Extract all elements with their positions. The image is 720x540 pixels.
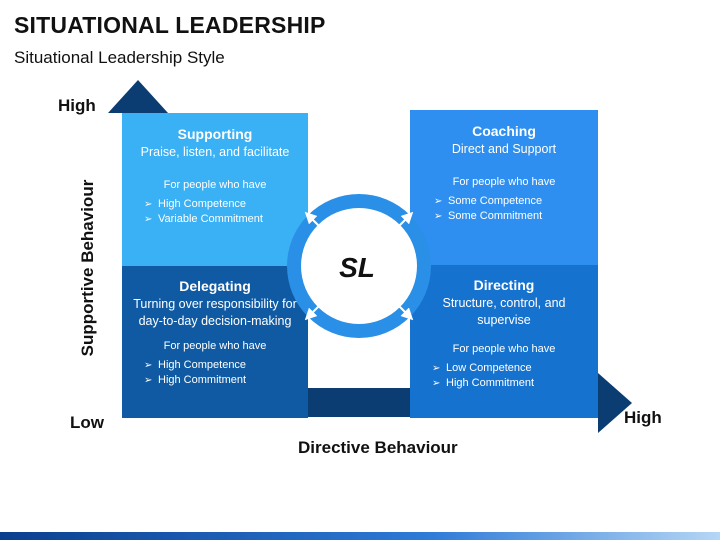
x-axis-title: Directive Behaviour (298, 438, 458, 457)
slide-subtitle: Situational Leadership Style (14, 48, 225, 67)
arrow-ne-icon (389, 211, 414, 236)
chevron-right-icon: ➢ (434, 196, 443, 207)
list-item-text: High Competence (158, 198, 247, 210)
quadrant-for-label: For people who have (163, 340, 267, 352)
center-label: SL (339, 252, 375, 283)
quadrant-list: ➢ Low Competence ➢ High Commitment (430, 361, 598, 391)
ring-inner (309, 216, 409, 316)
quadrant-title: Directing (473, 277, 535, 293)
quadrant-title: Supporting (177, 126, 253, 142)
list-item: ➢ Low Competence (430, 361, 598, 376)
list-item: ➢ High Commitment (142, 373, 308, 388)
x-axis-bar (308, 388, 410, 417)
quadrant-subtitle: Praise, listen, and facilitate (140, 145, 290, 159)
list-item: ➢ High Commitment (430, 376, 598, 391)
list-item: ➢ High Competence (142, 358, 308, 373)
list-item: ➢ Variable Commitment (142, 212, 308, 227)
chevron-right-icon: ➢ (434, 211, 443, 222)
chevron-right-icon: ➢ (432, 378, 441, 389)
chevron-right-icon: ➢ (144, 214, 153, 225)
list-item: ➢ Some Commitment (432, 209, 598, 224)
arrow-sw-icon (304, 296, 329, 321)
quadrant-for-label: For people who have (452, 176, 556, 188)
axis-low-label: Low (70, 413, 104, 432)
quadrant-directing: Directing Structure, control, and superv… (410, 265, 598, 418)
list-item-text: Low Competence (446, 362, 532, 374)
list-item-text: High Commitment (446, 377, 535, 389)
list-item-text: Some Competence (448, 195, 543, 207)
quadrant-delegating: Delegating Turning over responsibility f… (122, 266, 308, 418)
chevron-right-icon: ➢ (144, 199, 153, 210)
quadrant-list: ➢ High Competence ➢ Variable Commitment (142, 197, 308, 227)
quadrant-for-label: For people who have (163, 179, 267, 191)
chevron-right-icon: ➢ (144, 375, 153, 386)
y-axis-high-label: High (58, 96, 96, 115)
x-axis-high-label: High (624, 408, 662, 427)
list-item-text: High Commitment (158, 374, 247, 386)
arrow-nw-icon (304, 211, 329, 236)
chevron-right-icon: ➢ (432, 363, 441, 374)
list-item-text: Some Commitment (448, 210, 543, 222)
quadrant-supporting: Supporting Praise, listen, and facilitat… (122, 113, 308, 266)
arrow-se-icon (389, 296, 414, 321)
footer-strip (0, 532, 720, 540)
quadrant-title: Delegating (179, 278, 251, 294)
list-item-text: Variable Commitment (158, 213, 263, 225)
quadrant-subtitle: Structure, control, and supervise (442, 296, 566, 327)
list-item-text: High Competence (158, 359, 247, 371)
quadrant-list: ➢ High Competence ➢ High Commitment (142, 358, 308, 388)
quadrant-subtitle: Direct and Support (451, 142, 557, 156)
quadrant-title: Coaching (472, 123, 536, 139)
quadrant-coaching: Coaching Direct and Support For people w… (410, 110, 598, 265)
list-item: ➢ High Competence (142, 197, 308, 212)
quadrant-subtitle: Turning over responsibility for day-to-d… (133, 297, 297, 328)
quadrant-list: ➢ Some Competence ➢ Some Commitment (432, 194, 598, 224)
chevron-right-icon: ➢ (144, 360, 153, 371)
slide-title: SITUATIONAL LEADERSHIP (14, 12, 326, 38)
list-item: ➢ Some Competence (432, 194, 598, 209)
quadrant-for-label: For people who have (452, 343, 556, 355)
